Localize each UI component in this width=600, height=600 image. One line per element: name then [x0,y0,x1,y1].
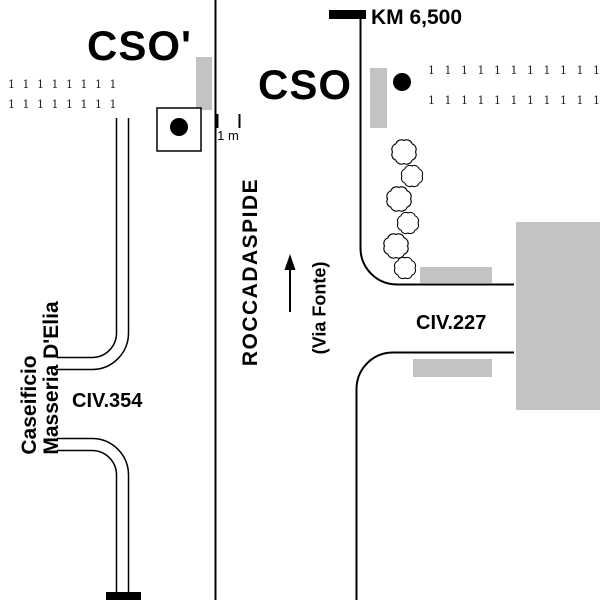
km-marker-bar [329,10,366,19]
wall-strip-left [196,57,212,110]
driveway-lower-inner-edge [57,449,118,600]
label-road-roccadaspide: ROCCADASPIDE [239,177,262,367]
label-via-fonte: (Via Fonte) [309,261,330,355]
tree-icon [400,164,424,188]
label-cso: CSO [258,61,353,108]
point-marker-left [170,118,188,136]
main-road-right-edge-upper [359,10,514,286]
driveway-upper-inner-edge [57,118,118,359]
label-farm-name: Caseificio Masseria D'Elia [18,301,63,455]
tree-icon [391,139,417,165]
wall-strip-right [370,68,387,128]
wall-strip-civ227-lower [413,359,492,377]
label-cso-prime: CSO' [87,22,193,69]
label-civ-227: CIV.227 [416,312,487,334]
label-farm-line1: Caseificio [18,355,41,455]
culvert-bar [106,592,141,600]
tree-icon [383,233,409,259]
label-civ-354: CIV.354 [72,390,143,412]
direction-arrow-head [284,254,296,270]
main-road-right-edge-lower [355,351,514,600]
building-footprint [516,222,600,410]
orchard-row-right-2: 1 1 1 1 1 1 1 1 1 1 1 [428,94,600,107]
driveway-lower-outer-edge [57,437,130,600]
label-km-6500: KM 6,500 [371,6,463,29]
driveway-upper-outer-edge [57,118,130,371]
tree-icon [396,211,420,235]
tree-icon [386,186,412,212]
label-farm-line2: Masseria D'Elia [40,301,63,455]
tree-icon [393,256,417,280]
orchard-row-left-1: 1 1 1 1 1 1 1 1 [8,78,119,91]
label-scale-1m: 1 m [217,128,239,143]
wall-strip-civ227-upper [420,267,492,283]
orchard-row-right-1: 1 1 1 1 1 1 1 1 1 1 1 [428,64,600,77]
point-marker-right [393,73,411,91]
orchard-row-left-2: 1 1 1 1 1 1 1 1 [8,98,119,111]
